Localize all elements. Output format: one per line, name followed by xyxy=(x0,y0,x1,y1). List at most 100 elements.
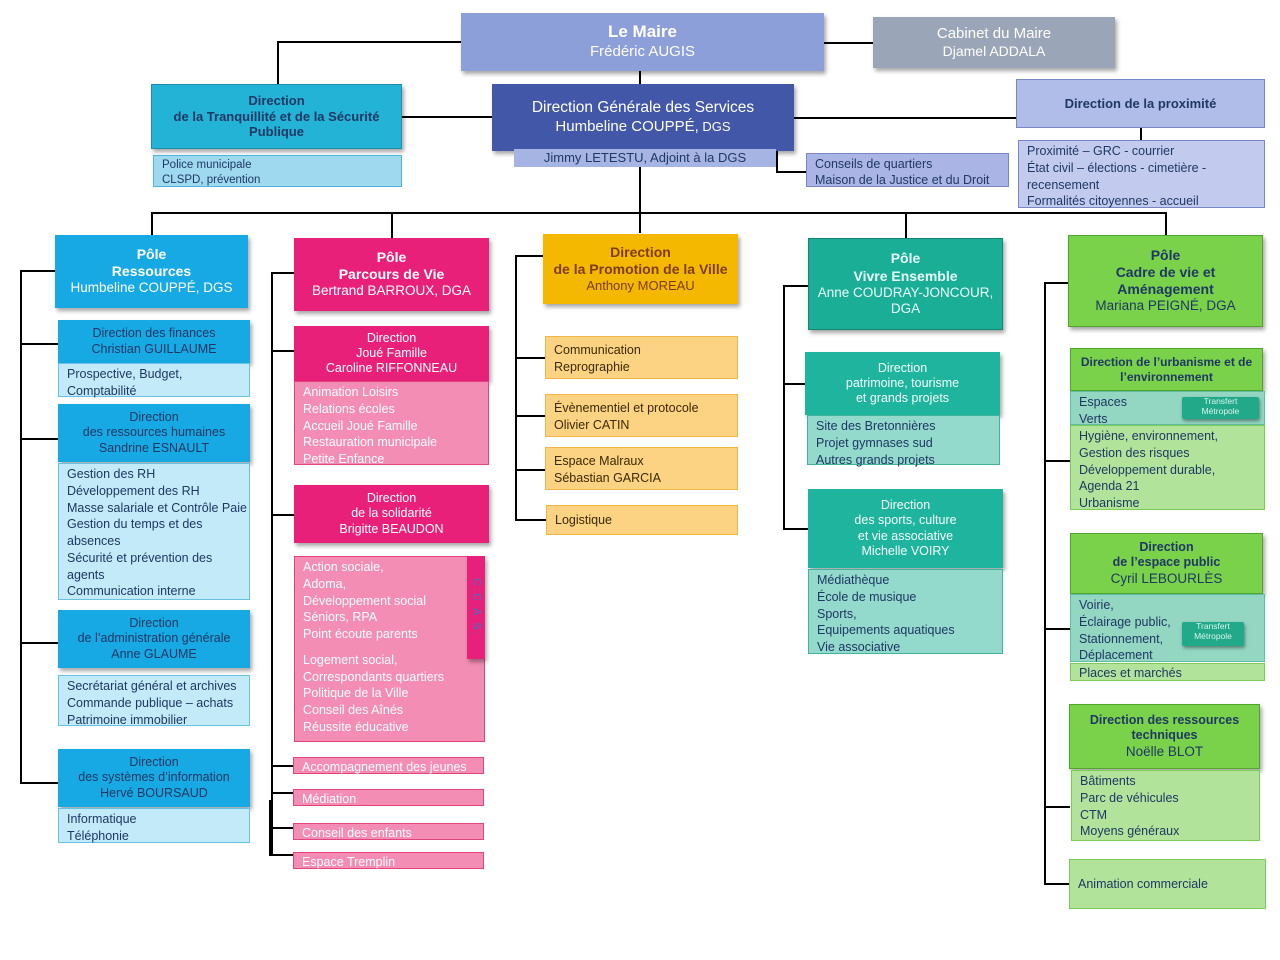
list-item: Proximité – GRC - courrier xyxy=(1027,144,1175,158)
rh-list: Gestion des RH Développement des RH Mass… xyxy=(58,463,250,600)
pole-cadre-l1: Pôle xyxy=(1150,247,1181,264)
list-item: agents xyxy=(67,567,105,582)
enfants-label: Conseil des enfants xyxy=(302,826,412,840)
mediation-box[interactable]: Médiation xyxy=(293,789,484,806)
dir-finances-l2: Christian GUILLAUME xyxy=(91,341,217,356)
list-item: Informatique xyxy=(67,812,137,826)
ccas-label: C.C.A.S. xyxy=(470,578,483,637)
promotion-logistique[interactable]: Logistique xyxy=(546,505,738,535)
pole-cadre-l2: Cadre de vie et xyxy=(1115,264,1216,281)
list-item: recensement xyxy=(1027,177,1100,192)
pole-parcours-l2: Parcours de Vie xyxy=(338,266,445,283)
dir-joue-l3: Caroline RIFFONNEAU xyxy=(325,361,458,376)
list-item: Restauration municipale xyxy=(303,435,438,450)
dir-techniques-box[interactable]: Direction des ressources techniques Noël… xyxy=(1069,704,1260,769)
proximite-box[interactable]: Direction de la proximité xyxy=(1016,79,1265,128)
animation-commerciale-box[interactable]: Animation commerciale xyxy=(1069,859,1266,909)
tremplin-label: Espace Tremplin xyxy=(302,855,396,869)
list-item: Action sociale, xyxy=(303,560,384,574)
list-item: Gestion des RH xyxy=(67,467,156,481)
list-item: Autres grands projets xyxy=(816,452,935,467)
dir-admin-box[interactable]: Direction de l’administration générale A… xyxy=(58,610,250,668)
enfants-box[interactable]: Conseil des enfants xyxy=(293,823,484,840)
proximite-title: Direction de la proximité xyxy=(1064,95,1217,111)
dir-patrimoine-l2: patrimoine, tourisme xyxy=(845,375,960,390)
dir-urbanisme-l2: l’environnement xyxy=(1120,369,1213,384)
dir-sports-box[interactable]: Direction des sports, culture et vie ass… xyxy=(808,489,1003,568)
list-item: Petite Enfance xyxy=(303,452,385,466)
list-item: Parc de véhicules xyxy=(1080,790,1179,805)
list-item: Conseils de quartiers xyxy=(815,157,933,171)
dir-joue-box[interactable]: Direction Joué Famille Caroline RIFFONNE… xyxy=(294,326,489,381)
list-item: CLSPD, prévention xyxy=(162,173,261,186)
joue-list: Animation Loisirs Relations écoles Accue… xyxy=(294,381,489,466)
dir-urbanisme-box[interactable]: Direction de l’urbanisme et de l’environ… xyxy=(1070,348,1263,391)
conseils-list[interactable]: Conseils de quartiers Maison de la Justi… xyxy=(806,153,1009,187)
promotion-communication[interactable]: Communication Reprographie xyxy=(545,336,738,379)
list-item: Hygiène, environnement, xyxy=(1079,429,1218,443)
list-item: absences xyxy=(67,534,121,548)
list-item: Patrimoine immobilier xyxy=(67,712,188,727)
pole-vivre-box[interactable]: Pôle Vivre Ensemble Anne COUDRAY-JONCOUR… xyxy=(808,238,1003,330)
list-item: Espaces xyxy=(1079,395,1127,409)
espace-public-list: Voirie, Éclairage public, Stationnement,… xyxy=(1070,594,1265,662)
list-item: Olivier CATIN xyxy=(554,417,630,432)
dir-admin-l2: de l’administration générale xyxy=(77,631,231,646)
dir-rh-l1: Direction xyxy=(129,410,179,425)
list-item: Stationnement, xyxy=(1079,631,1164,646)
dir-techniques-l1: Direction des ressources xyxy=(1089,713,1240,728)
list-item: Site des Bretonnières xyxy=(816,419,936,433)
list-item: Agenda 21 xyxy=(1079,479,1140,494)
pole-vivre-l2: Vivre Ensemble xyxy=(853,267,958,284)
list-item: Logement social, xyxy=(303,652,398,667)
dir-solidarite-box[interactable]: Direction de la solidarité Brigitte BEAU… xyxy=(294,485,489,543)
list-item: Voirie, xyxy=(1079,598,1114,612)
list-item: Déplacement xyxy=(1079,648,1153,663)
pole-cadre-box[interactable]: Pôle Cadre de vie et Aménagement Mariana… xyxy=(1068,235,1263,327)
dgs-adjoint[interactable]: Jimmy LETESTU, Adjoint à la DGS xyxy=(514,149,776,167)
list-item: Formalités citoyennes - accueil xyxy=(1027,194,1199,209)
dir-espace-public-box[interactable]: Direction de l’espace public Cyril LEBOU… xyxy=(1070,533,1263,594)
dir-admin-l3: Anne GLAUME xyxy=(111,646,197,661)
list-item: Prospective, Budget, xyxy=(67,367,183,381)
cabinet-title: Cabinet du Maire xyxy=(936,24,1052,42)
dgs-box[interactable]: Direction Générale des Services Humbelin… xyxy=(492,84,794,151)
mediation-label: Médiation xyxy=(302,792,357,806)
list-item: Conseil des Aînés xyxy=(303,703,404,717)
cabinet-box[interactable]: Cabinet du Maire Djamel ADDALA xyxy=(873,17,1115,68)
pole-ressources-l2: Ressources xyxy=(111,263,192,280)
dir-promotion-box[interactable]: Direction de la Promotion de la Ville An… xyxy=(543,234,738,304)
list-item: Médiathèque xyxy=(817,573,890,587)
tranquillite-l1: Direction xyxy=(248,92,305,108)
dir-patrimoine-box[interactable]: Direction patrimoine, tourisme et grands… xyxy=(805,352,1000,415)
tranquillite-list: Police municipale CLSPD, prévention xyxy=(153,155,402,187)
tranquillite-box[interactable]: Direction de la Tranquillité et de la Sé… xyxy=(151,84,402,149)
promotion-evenementiel[interactable]: Évènementiel et protocole Olivier CATIN xyxy=(545,394,738,437)
dir-patrimoine-l1: Direction xyxy=(877,360,928,375)
ccas-tab[interactable]: C.C.A.S. xyxy=(467,556,485,659)
jeunes-box[interactable]: Accompagnement des jeunes xyxy=(293,757,484,774)
promotion-malraux[interactable]: Espace Malraux Sébastian GARCIA xyxy=(545,447,738,490)
list-item: Gestion du temps et des xyxy=(67,517,203,532)
pole-cadre-l3: Aménagement xyxy=(1117,281,1214,298)
cabinet-name: Djamel ADDALA xyxy=(942,43,1046,60)
list-item: Animation Loisirs xyxy=(303,385,399,399)
dir-finances-box[interactable]: Direction des finances Christian GUILLAU… xyxy=(58,320,250,363)
list-item: Urbanisme xyxy=(1079,496,1140,510)
dir-si-box[interactable]: Direction des systèmes d’information Her… xyxy=(58,749,250,807)
dir-rh-box[interactable]: Direction des ressources humaines Sandri… xyxy=(58,404,250,462)
list-item: Politique de la Ville xyxy=(303,686,409,701)
dir-promotion-l1: Direction xyxy=(610,243,671,260)
dir-si-l2: des systèmes d’information xyxy=(78,770,230,785)
tremplin-box[interactable]: Espace Tremplin xyxy=(293,852,484,869)
dgs-name: Humbeline COUPPÉ, xyxy=(555,117,699,135)
list-item: Vie associative xyxy=(817,640,901,654)
pole-parcours-box[interactable]: Pôle Parcours de Vie Bertrand BARROUX, D… xyxy=(294,238,489,311)
maire-box[interactable]: Le Maire Frédéric AUGIS xyxy=(461,13,824,71)
dir-solidarite-l2: de la solidarité xyxy=(351,506,432,521)
dir-espace-public-l2: de l’espace public xyxy=(1112,555,1221,570)
dir-joue-l2: Joué Famille xyxy=(356,345,427,360)
pole-ressources-box[interactable]: Pôle Ressources Humbeline COUPPÉ, DGS xyxy=(55,235,248,308)
list-item: Point écoute parents xyxy=(303,627,418,641)
list-item: Accueil Joué Famille xyxy=(303,418,418,433)
